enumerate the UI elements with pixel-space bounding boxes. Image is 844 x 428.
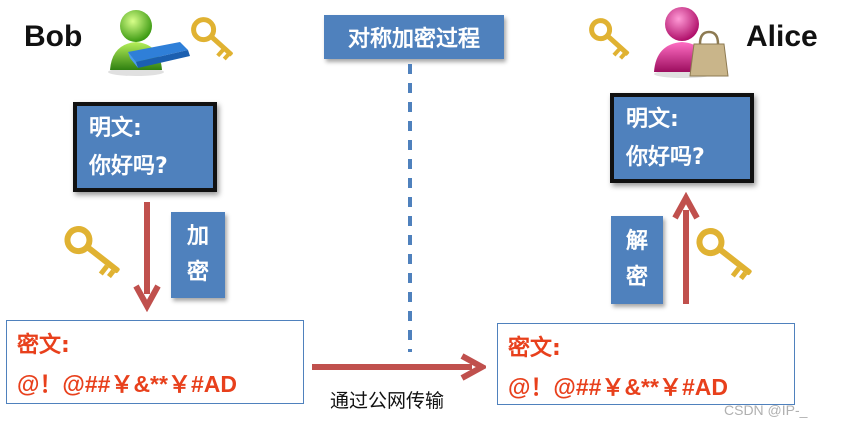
key-icon (696, 228, 752, 281)
center-divider (408, 64, 412, 352)
alice-ciphertext-label: 密文: (508, 336, 561, 361)
alice-name: Alice (746, 20, 818, 53)
alice-plaintext-box: 明文: 你好吗? (610, 93, 754, 183)
alice-ciphertext-box: 密文: @！@##￥&**￥#AD (497, 323, 795, 405)
bob-name: Bob (24, 20, 83, 53)
alice-plaintext-label: 明文: (626, 107, 679, 132)
bob-ciphertext-value: @！@##￥&**￥#AD (17, 371, 237, 397)
encrypt-char-1: 加 (186, 224, 209, 249)
key-icon (191, 17, 233, 61)
decrypt-label: 解 密 (611, 216, 663, 304)
diagram-title: 对称加密过程 (324, 15, 504, 59)
watermark: CSDN @IP-_ (724, 402, 808, 418)
encrypt-char-2: 密 (186, 260, 209, 285)
transfer-arrow (312, 353, 486, 381)
encrypt-arrow (133, 202, 161, 312)
decrypt-arrow (672, 192, 700, 304)
decrypt-char-2: 密 (625, 265, 648, 290)
bob-plaintext-value: 你好吗? (89, 154, 168, 179)
key-icon (64, 226, 120, 279)
user-alice-icon (654, 7, 729, 78)
user-bob-icon (108, 10, 190, 76)
alice-plaintext-value: 你好吗? (626, 145, 705, 170)
bob-plaintext-box: 明文: 你好吗? (73, 102, 217, 192)
decrypt-char-1: 解 (625, 229, 648, 254)
bob-plaintext-label: 明文: (89, 116, 142, 141)
encrypt-label: 加 密 (171, 212, 225, 298)
alice-ciphertext-value: @！@##￥&**￥#AD (508, 374, 728, 400)
bob-ciphertext-box: 密文: @！@##￥&**￥#AD (6, 320, 304, 404)
transfer-label: 通过公网传输 (330, 390, 445, 412)
key-icon (589, 18, 630, 60)
bob-ciphertext-label: 密文: (17, 333, 70, 358)
